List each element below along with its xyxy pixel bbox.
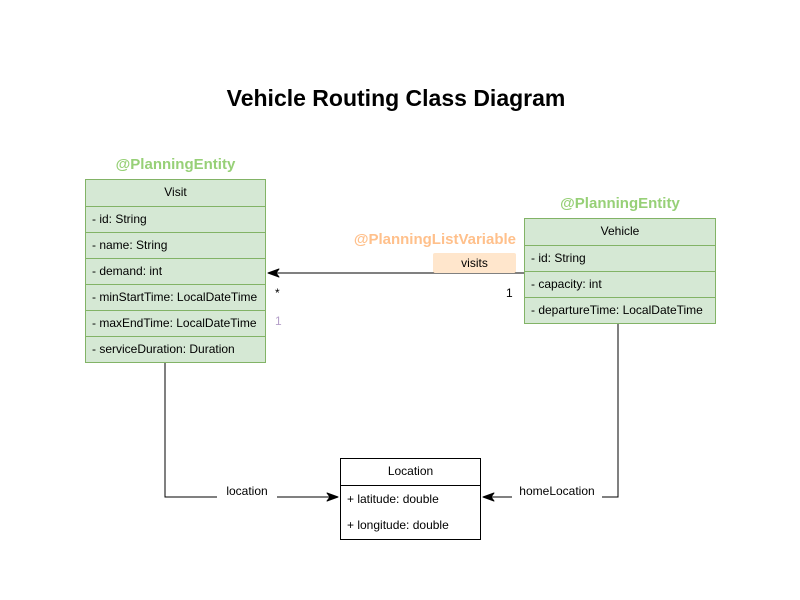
location-connector — [164, 361, 339, 502]
visit-attribute-max-end-time: - maxEndTime: LocalDateTime — [86, 310, 265, 336]
visit-attribute-service-duration: - serviceDuration: Duration — [86, 336, 265, 362]
visit-attribute-min-start-time: - minStartTime: LocalDateTime — [86, 284, 265, 310]
multiplicity-visit-end: * — [275, 286, 280, 300]
location-attribute-longitude: + longitude: double — [347, 518, 449, 532]
edge-label-visits[interactable]: visits — [433, 253, 516, 273]
class-box-location[interactable]: Location + latitude: double + longitude:… — [340, 458, 481, 540]
multiplicity-alt: 1 — [275, 314, 282, 328]
edge-label-home-location[interactable]: homeLocation — [512, 484, 602, 498]
visit-attribute-demand: - demand: int — [86, 258, 265, 284]
annotation-planning-entity-visit: @PlanningEntity — [115, 156, 236, 173]
location-attribute-latitude: + latitude: double — [341, 485, 480, 512]
class-box-visit[interactable]: Visit - id: String - name: String - dema… — [85, 179, 266, 363]
class-name-vehicle: Vehicle — [600, 224, 640, 238]
vehicle-attribute-departure-time: - departureTime: LocalDateTime — [525, 297, 715, 323]
multiplicity-vehicle-end: 1 — [506, 286, 513, 300]
annotation-planning-list-variable: @PlanningListVariable — [353, 231, 516, 248]
class-name-location: Location — [387, 464, 434, 478]
vehicle-attribute-capacity: - capacity: int — [525, 271, 715, 297]
annotation-planning-entity-vehicle: @PlanningEntity — [560, 195, 680, 212]
class-box-vehicle[interactable]: Vehicle - id: String - capacity: int - d… — [524, 218, 716, 324]
visit-attribute-id: - id: String — [86, 206, 265, 232]
home-location-connector — [482, 322, 619, 502]
visit-attribute-name: - name: String — [86, 232, 265, 258]
class-name-visit: Visit — [164, 185, 187, 199]
vehicle-attribute-id: - id: String — [525, 245, 715, 271]
edge-label-location[interactable]: location — [217, 484, 277, 498]
diagram-title: Vehicle Routing Class Diagram — [226, 85, 566, 111]
